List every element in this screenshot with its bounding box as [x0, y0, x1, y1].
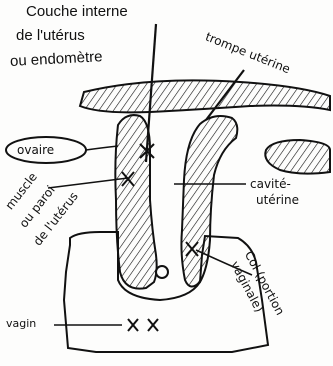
uterus-left-wall: [115, 115, 156, 289]
vagina-label: vagin: [6, 318, 36, 329]
uterine-cavity-label-line1: cavité-: [250, 178, 291, 190]
vagina-marker-1: [128, 319, 138, 331]
endometrium-label-line1: Couche interne: [26, 4, 128, 19]
ovary-pointer: [86, 146, 118, 150]
fallopian-tube: [80, 80, 330, 112]
endometrium-label-line2: de l'utérus: [16, 28, 85, 43]
cervical-os: [156, 266, 168, 278]
ovary-label: ovaire: [17, 144, 54, 156]
uterus-right-wall: [181, 116, 237, 287]
vagina-marker-2: [148, 319, 158, 331]
right-ovary: [265, 140, 330, 174]
vagina-outline: [64, 232, 268, 352]
uterine-cavity-label-line2: utérine: [256, 194, 299, 206]
